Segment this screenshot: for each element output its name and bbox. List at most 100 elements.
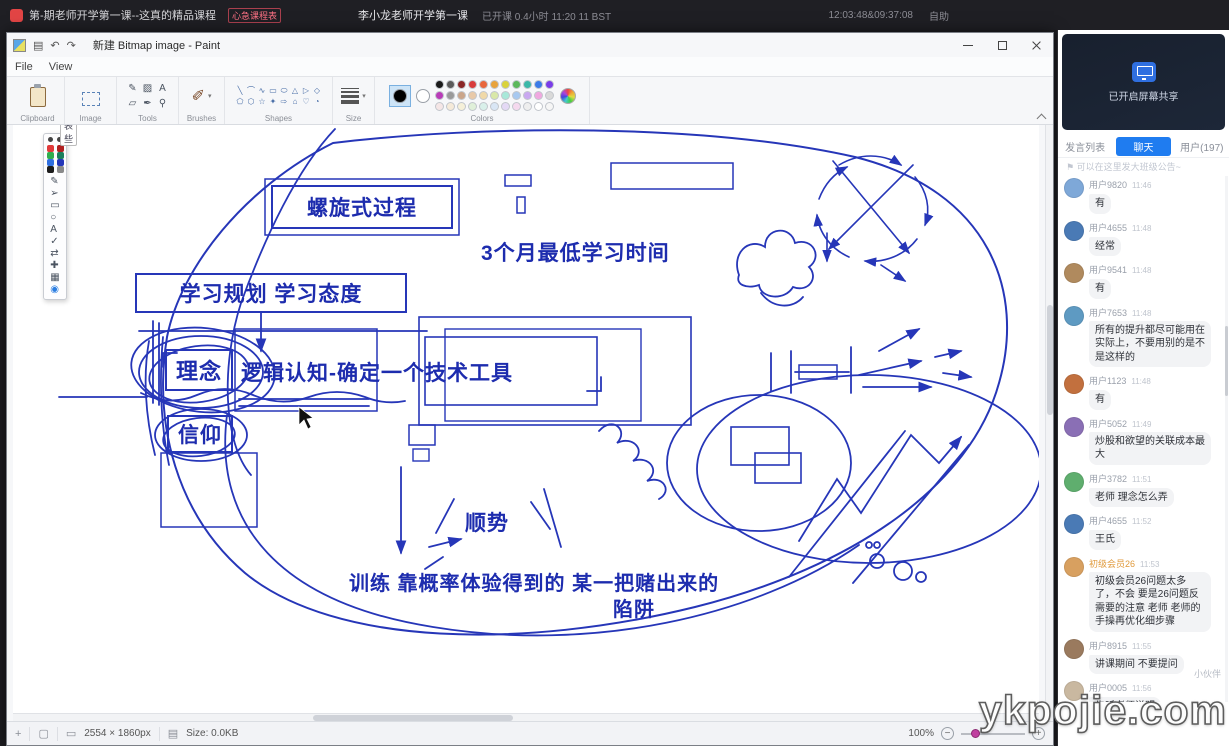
palette-swatch[interactable] <box>456 102 466 111</box>
palette-swatch[interactable] <box>456 91 466 100</box>
palette-swatch[interactable] <box>511 80 521 89</box>
palette-swatch[interactable] <box>445 102 455 111</box>
text-icon[interactable]: A <box>159 83 166 94</box>
shape-icon[interactable]: ▭ <box>269 86 277 95</box>
palette-swatch[interactable] <box>533 102 543 111</box>
shape-icon[interactable]: △ <box>291 86 299 95</box>
zoom-in-button[interactable]: + <box>1032 727 1045 740</box>
rectangle-icon[interactable]: ▭ <box>50 200 60 211</box>
annotation-color-swatch[interactable] <box>46 159 54 166</box>
shape-icon[interactable]: ⬡ <box>247 97 255 106</box>
color1-swatch[interactable] <box>388 85 411 107</box>
brush-icon[interactable]: ✐ <box>191 88 205 105</box>
pencil-icon[interactable]: ✎ <box>128 83 137 94</box>
palette-swatch[interactable] <box>511 91 521 100</box>
close-button[interactable] <box>1019 33 1053 57</box>
eraser-icon[interactable]: ▱ <box>128 98 137 109</box>
annotation-color-swatch[interactable] <box>56 145 64 152</box>
save-icon[interactable]: ▤ <box>33 39 44 52</box>
shape-icon[interactable]: ⌒ <box>247 86 255 95</box>
maximize-button[interactable] <box>985 33 1019 57</box>
chat-tab-用户(197)[interactable]: 用户(197) <box>1180 143 1224 154</box>
zoom-slider-thumb[interactable] <box>971 728 980 738</box>
edit-colors-icon[interactable] <box>559 88 576 104</box>
palette-swatch[interactable] <box>456 80 466 89</box>
palette-swatch[interactable] <box>533 91 543 100</box>
pen-icon[interactable]: ✎ <box>50 176 59 187</box>
text-icon[interactable]: A <box>50 224 57 235</box>
shape-icon[interactable]: ✦ <box>269 97 277 106</box>
palette-swatch[interactable] <box>522 102 532 111</box>
palette-swatch[interactable] <box>434 80 444 89</box>
presenter-video[interactable]: 已开启屏幕共享 <box>1062 34 1225 130</box>
paste-icon[interactable] <box>29 84 46 107</box>
zoom-out-button[interactable]: − <box>941 727 954 740</box>
shape-icon[interactable]: ∿ <box>258 86 266 95</box>
shape-icon[interactable]: ◔ <box>314 97 320 106</box>
color-picker-icon[interactable]: ✒ <box>143 98 152 109</box>
shape-icon[interactable]: ╲ <box>237 86 243 95</box>
undo-icon[interactable]: ↶ <box>50 39 60 52</box>
annotation-color-swatch[interactable] <box>46 152 54 159</box>
move-icon[interactable]: ⇄ <box>50 248 59 259</box>
fill-icon[interactable]: ▨ <box>142 83 153 94</box>
shape-icon[interactable]: ⌂ <box>292 97 298 106</box>
palette-swatch[interactable] <box>467 80 477 89</box>
ribbon-brushes-group[interactable]: ✐▾ Brushes <box>179 77 225 124</box>
menu-file[interactable]: File <box>15 60 33 73</box>
check-icon[interactable]: ✓ <box>50 236 59 247</box>
chat-tab-聊天[interactable]: 聊天 <box>1116 137 1171 156</box>
palette-swatch[interactable] <box>489 91 499 100</box>
horizontal-scrollbar[interactable] <box>13 713 1039 721</box>
palette-swatch[interactable] <box>478 102 488 111</box>
palette-swatch[interactable] <box>544 91 554 100</box>
palette-swatch[interactable] <box>500 80 510 89</box>
palette-swatch[interactable] <box>434 91 444 100</box>
paint-canvas[interactable]: 螺旋式过程 3个月最低学习时间 学习规划 学习态度 理念 逻辑认知-确定一个技术… <box>13 125 1039 713</box>
shape-icon[interactable]: ▷ <box>302 86 310 95</box>
vertical-scrollbar[interactable] <box>1045 125 1053 713</box>
menu-view[interactable]: View <box>48 60 73 73</box>
annotation-color-swatch[interactable] <box>56 152 64 159</box>
palette-swatch[interactable] <box>445 80 455 89</box>
chat-scrollbar[interactable] <box>1225 176 1228 702</box>
palette-swatch[interactable] <box>533 80 543 89</box>
shape-icon[interactable]: ☆ <box>258 97 266 106</box>
palette-swatch[interactable] <box>434 102 444 111</box>
palette-swatch[interactable] <box>467 91 477 100</box>
size-dots[interactable] <box>48 137 62 142</box>
arrow-icon[interactable]: ➢ <box>50 188 59 199</box>
help-link[interactable]: 自助 <box>929 11 949 23</box>
color2-swatch[interactable] <box>415 89 430 103</box>
ribbon-image-group[interactable]: Image <box>65 77 117 124</box>
ribbon-clipboard-group[interactable]: Clipboard <box>11 77 65 124</box>
magnifier-icon[interactable]: ⚲ <box>158 98 167 109</box>
chat-tab-发言列表[interactable]: 发言列表 <box>1065 143 1106 154</box>
palette-swatch[interactable] <box>445 91 455 100</box>
palette-swatch[interactable] <box>544 80 554 89</box>
annotation-color-swatch[interactable] <box>46 166 54 173</box>
record-icon[interactable]: ◉ <box>50 284 59 295</box>
shape-icon[interactable]: ⬠ <box>236 97 244 106</box>
plus-icon[interactable]: ✚ <box>50 260 59 271</box>
size-icon[interactable] <box>341 88 360 104</box>
palette-swatch[interactable] <box>489 80 499 89</box>
palette-swatch[interactable] <box>478 91 488 100</box>
minimize-button[interactable] <box>951 33 985 57</box>
annotation-color-swatch[interactable] <box>46 145 54 152</box>
annotation-color-swatch[interactable] <box>56 159 64 166</box>
palette-swatch[interactable] <box>511 102 521 111</box>
annotation-color-swatch[interactable] <box>56 166 64 173</box>
select-icon[interactable] <box>81 91 100 106</box>
palette-swatch[interactable] <box>478 80 488 89</box>
grid-icon[interactable]: ▦ <box>50 272 60 283</box>
palette-swatch[interactable] <box>522 80 532 89</box>
zoom-slider[interactable] <box>961 728 1025 738</box>
shape-icon[interactable]: ⬭ <box>280 85 288 95</box>
shape-icon[interactable]: ♡ <box>302 97 310 106</box>
collapse-ribbon-icon[interactable] <box>1037 114 1047 120</box>
palette-swatch[interactable] <box>489 102 499 111</box>
redo-icon[interactable]: ↷ <box>66 39 76 52</box>
palette-swatch[interactable] <box>500 102 510 111</box>
shape-icon[interactable]: ⇨ <box>280 97 288 106</box>
